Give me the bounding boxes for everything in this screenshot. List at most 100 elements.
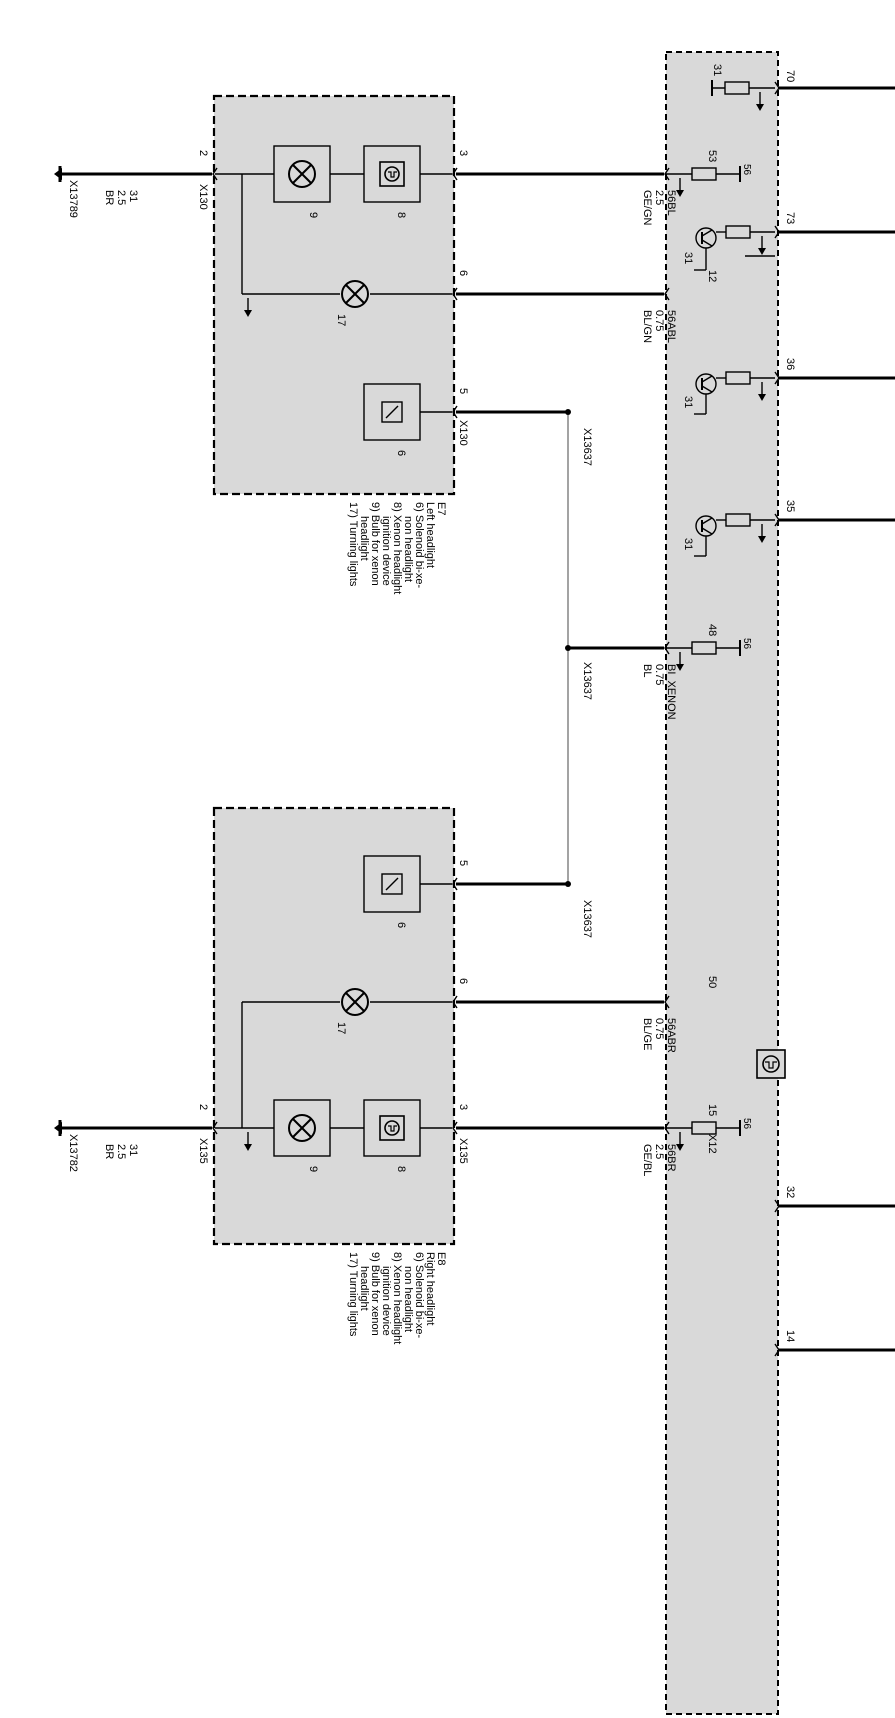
left-ground-wire	[58, 166, 212, 182]
right-legend-line-4: 8) Xenon headlight	[391, 1252, 403, 1345]
svg-text:GE/BL: GE/BL	[641, 1144, 653, 1176]
svg-text:2.5: 2.5	[653, 1144, 665, 1159]
svg-text:56BL: 56BL	[665, 190, 677, 216]
left-legend-line-3: non headlight	[402, 516, 414, 583]
right-legend-line-3: non headlight	[402, 1266, 414, 1333]
left-ignition-device-icon	[379, 161, 405, 187]
cu-supply-53	[666, 166, 741, 182]
wire-label-15: 56BR 2.5 GE/BL	[641, 1144, 677, 1176]
left-xenon-bulb-icon	[288, 160, 316, 188]
svg-text:BL/GN: BL/GN	[641, 310, 653, 343]
right-component-17: 17	[335, 1022, 347, 1034]
right-ground-point-icon	[54, 1122, 62, 1134]
left-legend-id: E7	[435, 502, 447, 516]
svg-text:2.5: 2.5	[653, 190, 665, 205]
svg-text:BR: BR	[103, 190, 115, 205]
left-ground-pin: 2	[197, 150, 209, 156]
svg-text:0.75: 0.75	[653, 1018, 665, 1039]
right-solenoid-icon	[381, 873, 403, 895]
cu-internal-ground-resistor	[711, 80, 775, 96]
cu-pin-14: 14	[784, 1330, 796, 1342]
right-component-8: 8	[395, 1166, 407, 1172]
right-legend-line-5: ignition device	[380, 1266, 392, 1336]
right-turning-light-icon	[341, 988, 369, 1016]
cu-pin-53: 53	[706, 150, 718, 162]
svg-text:BI_XENON: BI_XENON	[665, 664, 677, 720]
splice-label-3: X13637	[581, 900, 593, 938]
control-unit-box	[665, 51, 779, 1715]
left-component-6: 6	[395, 450, 407, 456]
right-pin-5: 5	[457, 860, 469, 866]
cu-pin-32: 32	[784, 1186, 796, 1198]
cu-pin-50: 50	[706, 976, 718, 988]
left-legend-line-2: 6) Solenoid bi-xe-	[413, 502, 425, 589]
left-component-17: 17	[335, 314, 347, 326]
svg-text:BR: BR	[103, 1144, 115, 1159]
right-legend-line-6: 9) Bulb for xenon	[369, 1252, 381, 1336]
right-legend-line-1: Right headlight	[424, 1252, 436, 1326]
svg-text:31: 31	[127, 190, 139, 202]
right-ignition-device-icon	[379, 1115, 405, 1141]
cu-pin-35: 35	[784, 500, 796, 512]
right-ground-pin: 2	[197, 1104, 209, 1110]
left-legend-line-5: ignition device	[380, 516, 392, 586]
cu-pin-12: 12	[706, 270, 718, 282]
cu-driver-36	[694, 371, 775, 415]
svg-text:2.5: 2.5	[115, 1144, 127, 1159]
left-turning-light-icon	[341, 280, 369, 308]
left-pin-6: 6	[457, 270, 469, 276]
cu-pin-73: 73	[784, 212, 796, 224]
right-pin-6: 6	[457, 978, 469, 984]
wire-label-12: 56ABL 0.75 BL/GN	[641, 310, 677, 343]
cu-supply-label-53: 56	[741, 164, 752, 176]
light-control-icon	[756, 1049, 786, 1079]
splice-dots	[565, 409, 571, 887]
wire-label-50: 56ABR 0.75 BL/GE	[641, 1018, 677, 1053]
control-unit-top-pins	[778, 86, 895, 1352]
right-legend-id: E8	[435, 1252, 447, 1266]
svg-text:GE/GN: GE/GN	[641, 190, 653, 226]
splice-label-1: X13637	[581, 428, 593, 466]
left-ground-point-icon	[54, 168, 62, 180]
wire-label-48: BI_XENON 0.75 BL	[641, 664, 677, 720]
svg-text:56ABL: 56ABL	[665, 310, 677, 343]
cu-supply-label-48: 56	[741, 638, 752, 650]
right-pin-3: 3	[457, 1104, 469, 1110]
svg-text:0.75: 0.75	[653, 310, 665, 331]
cu-supply-label-15: 56	[741, 1118, 752, 1130]
right-ignition-frame	[363, 1099, 421, 1157]
svg-text:56BR: 56BR	[665, 1144, 677, 1172]
left-ignition-frame	[363, 145, 421, 203]
right-connector-label: X135	[197, 1138, 209, 1164]
right-legend-line-7: headlight	[358, 1266, 370, 1311]
left-pin-3: 3	[457, 150, 469, 156]
cu-driver-ground-36: 31	[682, 396, 694, 408]
right-ground-point: X13782	[67, 1134, 79, 1172]
right-headlight-circuit	[215, 883, 452, 1129]
svg-text:31: 31	[127, 1144, 139, 1156]
svg-text:2.5: 2.5	[115, 190, 127, 205]
right-xenon-bulb-icon	[288, 1114, 316, 1142]
left-legend-line-6: 9) Bulb for xenon	[369, 502, 381, 586]
cu-driver-ground-35: 31	[682, 538, 694, 550]
cu-pin-70: 70	[784, 70, 796, 82]
wire-label-53: 56BL 2.5 GE/GN	[641, 190, 677, 226]
cu-driver-ground-73: 31	[682, 252, 694, 264]
left-legend-line-7: headlight	[358, 516, 370, 561]
right-component-9: 9	[307, 1166, 319, 1172]
cu-pin-48: 48	[706, 624, 718, 636]
left-solenoid-icon	[381, 401, 403, 423]
right-ground-wire-label: 31 2.5 BR	[103, 1144, 139, 1159]
right-headlight-legend: E8 Right headlight 6) Solenoid bi-xe- no…	[347, 1252, 447, 1345]
cu-pin-15: 15	[706, 1104, 718, 1116]
left-connector-label-repeat: X130	[457, 420, 469, 446]
left-headlight-legend: E7 Left headlight 6) Solenoid bi-xe- non…	[347, 502, 447, 595]
svg-text:BL: BL	[641, 664, 653, 677]
cu-connector-label: X12	[706, 1134, 718, 1154]
svg-text:56ABR: 56ABR	[665, 1018, 677, 1053]
right-legend-line-8: 17) Turning lights	[347, 1252, 359, 1337]
left-legend-line-4: 8) Xenon headlight	[391, 502, 403, 595]
cu-driver-73	[694, 225, 775, 271]
right-ground-wire	[58, 1120, 212, 1136]
